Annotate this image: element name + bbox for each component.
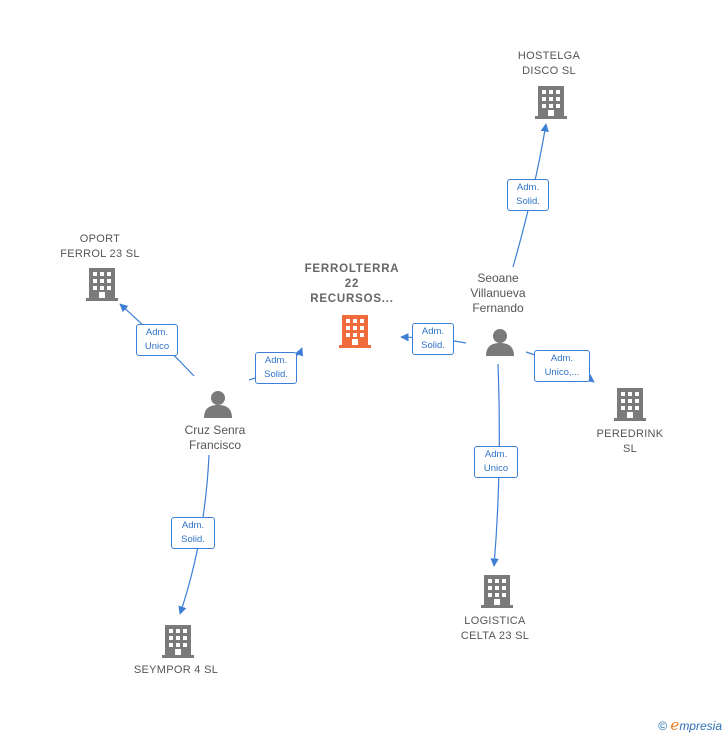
edge-label-line: Adm. (550, 353, 574, 364)
edge-label-cruz-seympor[interactable]: Adm. Solid. (171, 517, 215, 549)
node-line: Villanueva (470, 286, 526, 300)
edge-label-line: Adm. (421, 326, 445, 337)
node-line: DISCO SL (522, 65, 576, 77)
node-oport[interactable]: OPORT FERROL 23 SL (50, 232, 150, 262)
node-line: HOSTELGA (517, 50, 581, 62)
edge-label-line: Adm. (264, 355, 288, 366)
edge-label-seoane-ferrolterra[interactable]: Adm. Solid. (412, 323, 454, 355)
node-peredrink[interactable]: PEREDRINK SL (590, 427, 670, 457)
edge-label-cruz-oport[interactable]: Adm. Unico (136, 324, 178, 356)
node-cruz[interactable]: Cruz Senra Francisco (170, 423, 260, 453)
building-icon (535, 86, 567, 119)
edge-label-line: Solid. (516, 196, 540, 207)
edge-label-seoane-hostelga[interactable]: Adm. Solid. (507, 179, 549, 211)
edge-label-line: Adm. (484, 449, 508, 460)
edge-label-seoane-peredrink[interactable]: Adm. Unico,... (534, 350, 590, 382)
edge-label-seoane-logistica[interactable]: Adm. Unico (474, 446, 518, 478)
copyright-icon: © (658, 719, 668, 733)
node-ferrolterra[interactable]: FERROLTERRA 22 RECURSOS... (297, 262, 407, 307)
edge-label-line: Solid. (181, 534, 205, 545)
node-hostelga[interactable]: HOSTELGA DISCO SL (509, 49, 589, 79)
node-line: Seoane (477, 271, 519, 285)
node-line: FERROLTERRA (304, 263, 400, 275)
node-line: FERROL 23 SL (60, 248, 140, 260)
node-logistica[interactable]: LOGISTICA CELTA 23 SL (450, 614, 540, 644)
node-line: Cruz Senra (184, 423, 246, 437)
person-icon (486, 329, 514, 356)
person-icon (204, 391, 232, 418)
node-line: Fernando (472, 301, 524, 315)
building-icon (614, 388, 646, 421)
edge-label-line: Solid. (421, 340, 445, 351)
node-line: LOGISTICA (464, 615, 526, 627)
building-icon (339, 315, 371, 348)
edge-label-line: Adm. (181, 520, 205, 531)
edge-label-cruz-ferrolterra[interactable]: Adm. Solid. (255, 352, 297, 384)
edge-label-line: Unico,... (544, 367, 580, 378)
node-line: SEYMPOR 4 SL (133, 664, 219, 676)
node-seoane[interactable]: Seoane Villanueva Fernando (456, 271, 540, 316)
node-line: CELTA 23 SL (460, 630, 530, 642)
edge-label-line: Solid. (264, 369, 288, 380)
building-icon (86, 268, 118, 301)
edge-label-line: Adm. (145, 327, 169, 338)
node-line: RECURSOS... (310, 293, 394, 305)
node-line: OPORT (79, 233, 121, 245)
node-line: SL (622, 443, 638, 455)
edge-label-line: Unico (144, 341, 170, 352)
empresia-logo-initial: e (670, 716, 680, 734)
node-line: PEREDRINK (596, 428, 664, 440)
edge-label-line: Unico (483, 463, 509, 474)
node-line: 22 (344, 278, 360, 290)
building-icon (162, 625, 194, 658)
node-line: Francisco (188, 438, 241, 452)
copyright-footer: © empresia (658, 716, 722, 734)
node-seympor[interactable]: SEYMPOR 4 SL (126, 663, 226, 678)
edge-label-line: Adm. (516, 182, 540, 193)
building-icon (481, 575, 513, 608)
empresia-logo-text: mpresia (679, 719, 722, 733)
